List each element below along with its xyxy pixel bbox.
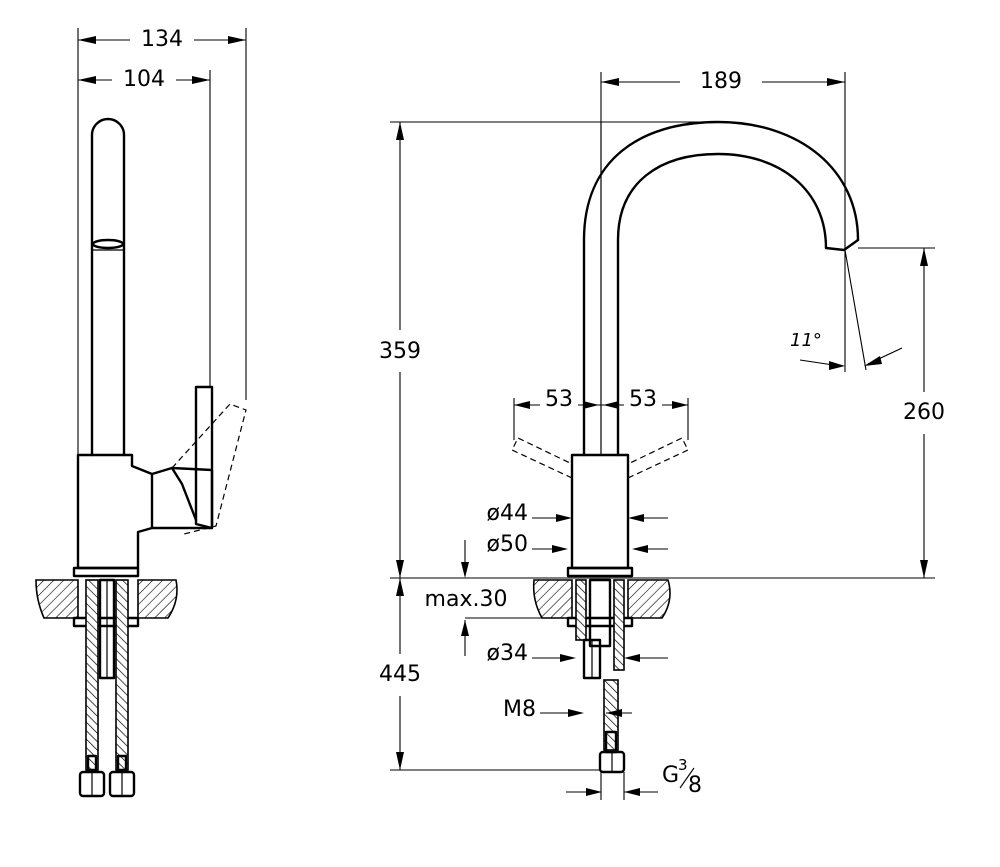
front-countertop-left [532,579,573,619]
side-aerator [91,238,125,250]
side-lever-handle [194,385,214,530]
dim-side-width-lever: 104 [123,67,165,92]
dim-base-diameter: ø50 [487,532,528,557]
dim-handle-left: 53 [545,387,573,412]
side-spout-tube [90,117,126,457]
dim-connection-num: 3 [678,756,688,774]
dim-max-deck: max.30 [425,587,508,612]
side-countertop-left [35,579,79,619]
side-lever-hub [150,466,214,530]
side-hose-left [85,579,99,771]
front-spout-outer [582,120,860,457]
front-mount-plate [566,616,634,628]
dim-shank-diameter: ø34 [487,641,528,666]
side-view: 134 104 [35,27,247,798]
side-hose-fittings [78,754,136,798]
front-spout-tip [824,238,860,252]
dim-side-width-overall: 134 [141,27,183,52]
front-view: 189 359 260 11° 53 53 [379,69,945,800]
dim-connection-main: G [662,763,679,788]
side-countertop-right [137,579,178,619]
side-hose-right [115,579,129,771]
side-lever-cam [170,466,198,522]
dim-handle-right: 53 [629,387,657,412]
dim-spout-reach: 189 [700,69,742,94]
dim-connection-den: 8 [688,773,702,798]
front-lever-dashed-right [627,437,689,479]
side-base-flange [72,566,140,578]
dim-below-deck: 445 [379,662,421,687]
front-body [570,453,630,570]
front-lever-dashed-left [511,437,573,479]
front-stud [588,578,612,648]
dim-connection: G 3 8 [662,756,702,798]
dim-body-diameter: ø44 [487,501,528,526]
dim-total-height: 359 [379,339,421,364]
front-spout-inner [616,152,828,457]
side-lever-dashed [171,403,247,535]
dim-spout-height: 260 [903,400,945,425]
dim-spout-angle: 11° [790,330,822,351]
front-countertop-right [627,579,671,619]
front-base-flange [566,566,634,578]
side-mount-plate [72,616,140,628]
dim-stud-thread: M8 [503,697,536,722]
side-body [76,453,154,570]
